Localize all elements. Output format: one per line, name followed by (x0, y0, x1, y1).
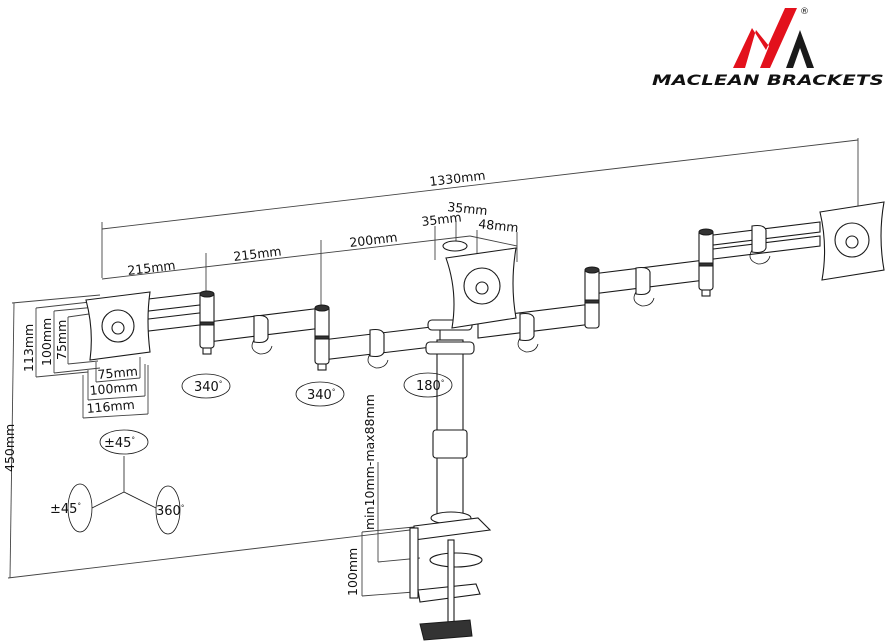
svg-text:340°: 340° (194, 380, 222, 395)
dimension-labels: 1330mm 215mm 215mm 200mm 35mm 35mm 48mm … (2, 168, 519, 596)
label-plate-offset: 48mm (478, 216, 520, 235)
svg-text:±45°: ±45° (104, 436, 135, 451)
label-clamp-height: 100mm (345, 548, 360, 596)
label-total-height: 450mm (2, 424, 17, 472)
rotation-pole-joint: 180° (403, 372, 453, 398)
rotation-tilt-swivel-rotate: ±45° ±45° 360° (50, 429, 184, 535)
vesa-plate-center (442, 240, 517, 329)
brand-name: MACLEAN BRACKETS (652, 73, 884, 89)
dimension-lines (7, 138, 859, 597)
label-vesa-width-75: 75mm (97, 364, 138, 382)
left-arm (139, 290, 441, 371)
logo-m-red (733, 8, 797, 68)
rotation-indicators: 340° 340° 180° ±45° ±45° 360° (50, 372, 453, 535)
rotation-arm-joint-2: 340° (295, 381, 345, 407)
svg-text:180°: 180° (416, 379, 444, 394)
vesa-plate-right (819, 201, 885, 281)
label-pole-offset-b: 35mm (447, 199, 489, 218)
label-vesa-height-75: 75mm (54, 320, 69, 360)
label-segment-1: 215mm (127, 257, 177, 278)
label-segment-2: 215mm (233, 243, 283, 264)
rotation-arm-joint-1: 340° (181, 373, 231, 399)
arm-assembly (85, 201, 885, 641)
logo-m-black (786, 30, 814, 68)
right-arm (477, 221, 821, 353)
label-vesa-width-100: 100mm (89, 379, 138, 398)
svg-text:340°: 340° (307, 388, 335, 403)
label-vesa-height-100: 100mm (39, 318, 54, 366)
label-total-width: 1330mm (429, 168, 487, 189)
label-vesa-height-outer: 113mm (21, 324, 36, 372)
brand-logo: ® MACLEAN BRACKETS (652, 7, 884, 89)
label-pole-offset-a: 35mm (421, 209, 463, 229)
label-segment-3: 200mm (349, 229, 399, 250)
svg-text:±45°: ±45° (50, 502, 81, 517)
svg-text:360°: 360° (156, 504, 184, 519)
center-pole (425, 319, 475, 525)
registered-mark: ® (800, 7, 809, 17)
label-vesa-width-outer: 116mm (86, 397, 135, 416)
label-desk-thickness: min10mm-max88mm (362, 394, 377, 530)
vesa-plate-left (85, 291, 151, 361)
desk-clamp (409, 517, 492, 641)
